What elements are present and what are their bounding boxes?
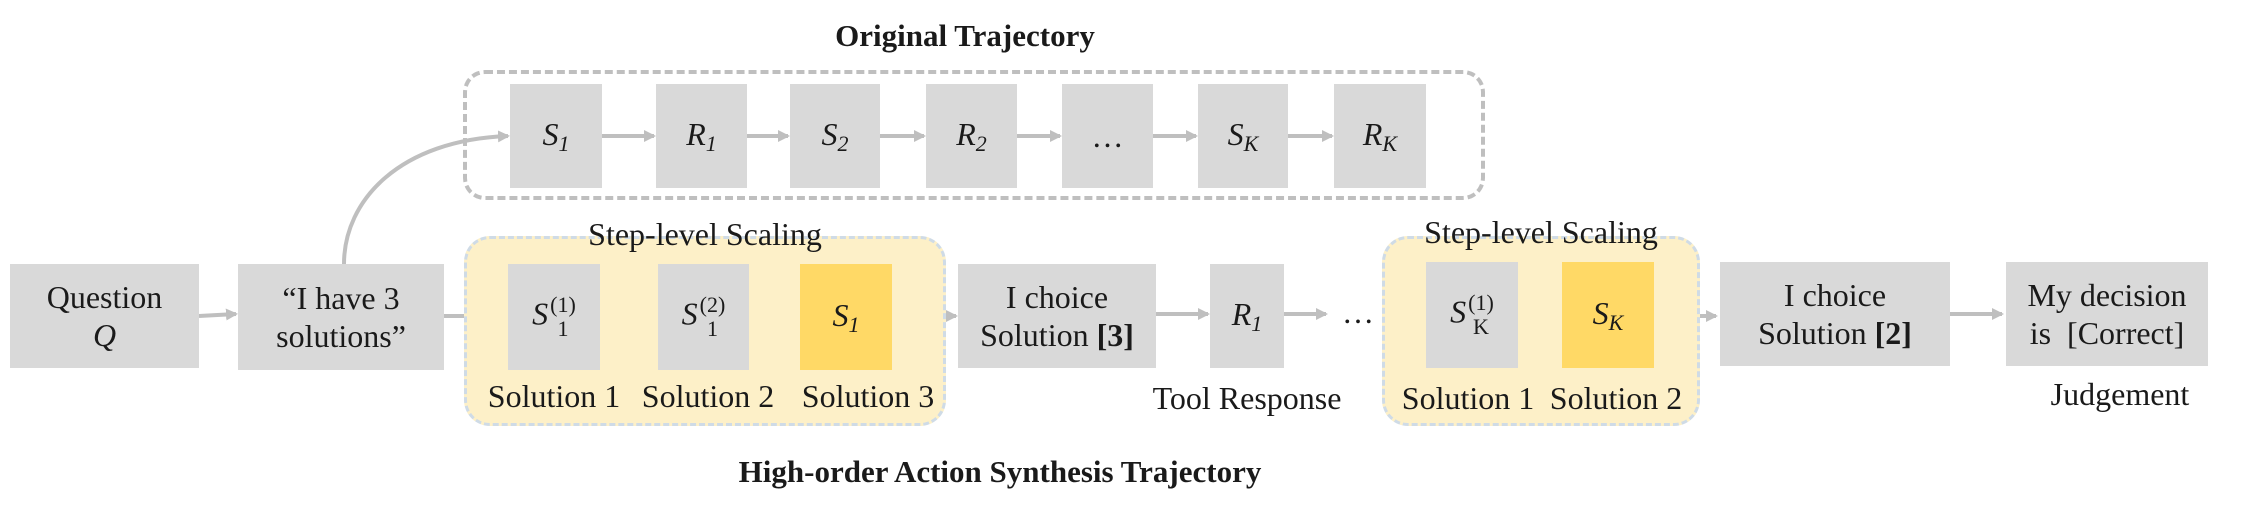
step1-solution-2-node: S(2)1 [658,264,749,370]
tool-response-node: R1 [1210,264,1284,368]
orig-node-ellipsis: … [1062,84,1153,188]
step-scaling-title-2: Step-level Scaling [1424,214,1658,250]
step2-label-2: Solution 2 [1549,380,1683,416]
orig-node-s1: S1 [510,84,602,188]
choice2-line2: Solution [1758,315,1875,351]
orig-node-r1: R1 [656,84,747,188]
original-trajectory-title: Original Trajectory [835,18,1095,53]
choice1-node: I choice Solution [3] [958,264,1156,368]
question-label: Question [46,279,163,315]
step2-solution-1-node: S(1)K [1426,262,1518,368]
choice2-node: I choice Solution [2] [1720,262,1950,366]
choice1-line1: I choice [1005,279,1109,315]
solutions-note-line1: “I have 3 [282,280,400,316]
choice1-index: [3] [1096,317,1134,353]
step1-solution-1-node: S(1)1 [508,264,600,370]
step1-solution-3-node: S1 [800,264,892,370]
question-symbol: Q [92,317,117,353]
judgement-label: Judgement [2050,376,2190,412]
step2-label-1: Solution 1 [1401,380,1535,416]
step1-label-2: Solution 2 [641,378,775,414]
decision-line2: is [Correct] [2029,315,2185,351]
choice2-line1: I choice [1783,277,1887,313]
solutions-note-node: “I have 3 solutions” [238,264,444,370]
step1-label-1: Solution 1 [487,378,621,414]
decision-line1: My decision [2027,277,2187,313]
synthesis-ellipsis: … [1342,294,1374,330]
solutions-note-line2: solutions” [276,318,406,354]
step-scaling-title-1: Step-level Scaling [588,216,822,252]
choice1-line2: Solution [980,317,1097,353]
step1-label-3: Solution 3 [801,378,935,414]
high-order-trajectory-title: High-order Action Synthesis Trajectory [738,454,1262,489]
step2-solution-2-node: SK [1562,262,1654,368]
orig-node-sk: SK [1198,84,1288,188]
choice2-index: [2] [1874,315,1912,351]
tool-response-label: Tool Response [1152,380,1342,416]
orig-node-rk: RK [1334,84,1426,188]
original-trajectory-group [463,70,1485,200]
decision-node: My decision is [Correct] [2006,262,2208,366]
arrow-syn-1 [198,308,238,321]
orig-node-r2: R2 [926,84,1017,188]
arrow-branch-curve [342,130,510,265]
question-node: Question Q [10,264,199,368]
orig-node-s2: S2 [790,84,880,188]
